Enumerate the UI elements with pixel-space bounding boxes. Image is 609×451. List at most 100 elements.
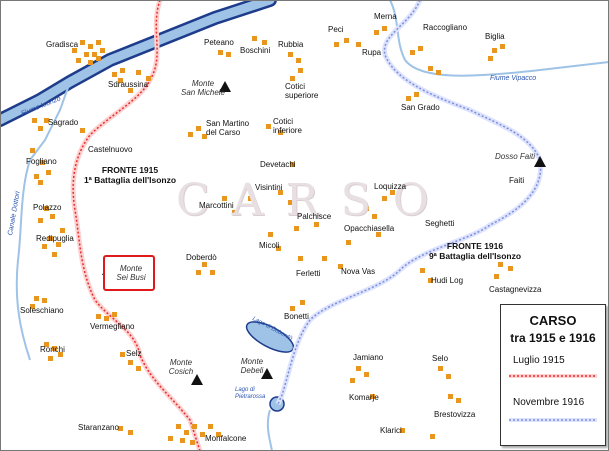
village-marker (298, 68, 303, 73)
village-marker (334, 42, 339, 47)
village-marker (438, 366, 443, 371)
village-marker (200, 432, 205, 437)
front-1916-line (277, 0, 542, 405)
monte-debeli-label: Monte Debeli (240, 357, 264, 375)
map-legend: CARSO tra 1915 e 1916 Luglio 1915 Novemb… (500, 304, 606, 446)
village-marker (128, 360, 133, 365)
place-doberdo: Doberdò (186, 253, 217, 262)
village-marker (80, 40, 85, 45)
village-marker (60, 228, 65, 233)
monte-san-michele-label: Monte San Michele (180, 79, 226, 97)
isonzo-river (0, 0, 275, 125)
village-marker (184, 430, 189, 435)
village-marker (410, 50, 415, 55)
village-marker (288, 52, 293, 57)
monte-sei-busi-label: Monte Sei Busi (116, 264, 146, 282)
village-marker (180, 438, 185, 443)
village-marker (508, 266, 513, 271)
village-marker (232, 210, 237, 215)
village-marker (38, 180, 43, 185)
village-marker (128, 88, 133, 93)
village-marker (96, 40, 101, 45)
village-marker (118, 78, 123, 83)
village-marker (96, 314, 101, 319)
village-marker (128, 430, 133, 435)
village-marker (344, 38, 349, 43)
canale-dottori (15, 159, 31, 361)
village-marker (112, 312, 117, 317)
place-bonetti: Bonetti (284, 312, 309, 321)
village-marker (72, 48, 77, 53)
isonzo-branch (29, 81, 71, 161)
village-marker (296, 58, 301, 63)
village-marker (136, 366, 141, 371)
village-marker (44, 342, 49, 347)
village-marker (356, 366, 361, 371)
village-marker (34, 296, 39, 301)
village-marker (46, 170, 51, 175)
place-sdraussina: Sdraussina (108, 80, 149, 89)
place-selo: Selo (432, 354, 449, 363)
village-marker (456, 398, 461, 403)
village-marker (88, 60, 93, 65)
village-marker (418, 46, 423, 51)
front-1915-label: FRONTE 1915 1ª Battaglia dell'Isonzo (83, 165, 177, 185)
legend-item-1915: Luglio 1915 (513, 355, 565, 366)
village-marker (96, 56, 101, 61)
place-polazzo: Polazzo (33, 203, 62, 212)
village-marker (288, 200, 293, 205)
village-marker (222, 196, 227, 201)
place-klarici: Klarici (380, 426, 402, 435)
village-marker (278, 130, 283, 135)
place-devetachi: Devetachi (260, 160, 296, 169)
village-marker (266, 124, 271, 129)
place-biglia: Biglia (485, 32, 505, 41)
village-marker (176, 424, 181, 429)
village-marker (44, 118, 49, 123)
village-marker (38, 218, 43, 223)
place-redipuglia: Redipuglia (36, 234, 74, 243)
village-marker (372, 214, 377, 219)
dosso-faiti-label: Dosso Faiti (495, 152, 536, 161)
village-marker (420, 268, 425, 273)
place-castelnuovo: Castelnuovo (88, 145, 133, 154)
village-marker (406, 96, 411, 101)
village-marker (112, 72, 117, 77)
village-marker (290, 306, 295, 311)
place-raccogliano: Raccogliano (423, 23, 468, 32)
legend-line-1915 (509, 374, 597, 422)
village-marker (30, 304, 35, 309)
place-opacchiasella: Opacchiasella (344, 224, 395, 233)
village-marker (498, 262, 503, 267)
cosich-peak-icon (191, 374, 203, 385)
place-soleschiano: Soleschiano (20, 306, 64, 315)
place-staranzano: Staranzano (78, 423, 119, 432)
village-marker (218, 50, 223, 55)
place-brestovizza: Brestovizza (434, 410, 476, 419)
place-peteano: Peteano (204, 38, 234, 47)
village-marker (382, 26, 387, 31)
place-sagrado: Sagrado (48, 118, 79, 127)
place-san-martino: San Martino del Carso (206, 119, 250, 137)
place-vermegliano: Vermegliano (90, 322, 135, 331)
place-selz: Selz (126, 349, 142, 358)
village-marker (226, 52, 231, 57)
village-marker (370, 394, 375, 399)
village-marker (202, 134, 207, 139)
place-ronchi: Ronchi (40, 345, 65, 354)
village-marker (430, 434, 435, 439)
place-loquizza: Loquizza (374, 182, 407, 191)
place-rupa: Rupa (362, 48, 382, 57)
legend-item-1916: Novembre 1916 (513, 397, 585, 408)
san-michele-peak-icon (219, 81, 231, 92)
village-marker (216, 432, 221, 437)
place-rubbia: Rubbia (278, 40, 304, 49)
place-peci: Peci (328, 25, 344, 34)
village-marker (294, 226, 299, 231)
dosso-faiti-peak-icon (534, 156, 546, 167)
village-marker (100, 48, 105, 53)
village-marker (364, 372, 369, 377)
village-marker (30, 148, 35, 153)
village-marker (120, 68, 125, 73)
